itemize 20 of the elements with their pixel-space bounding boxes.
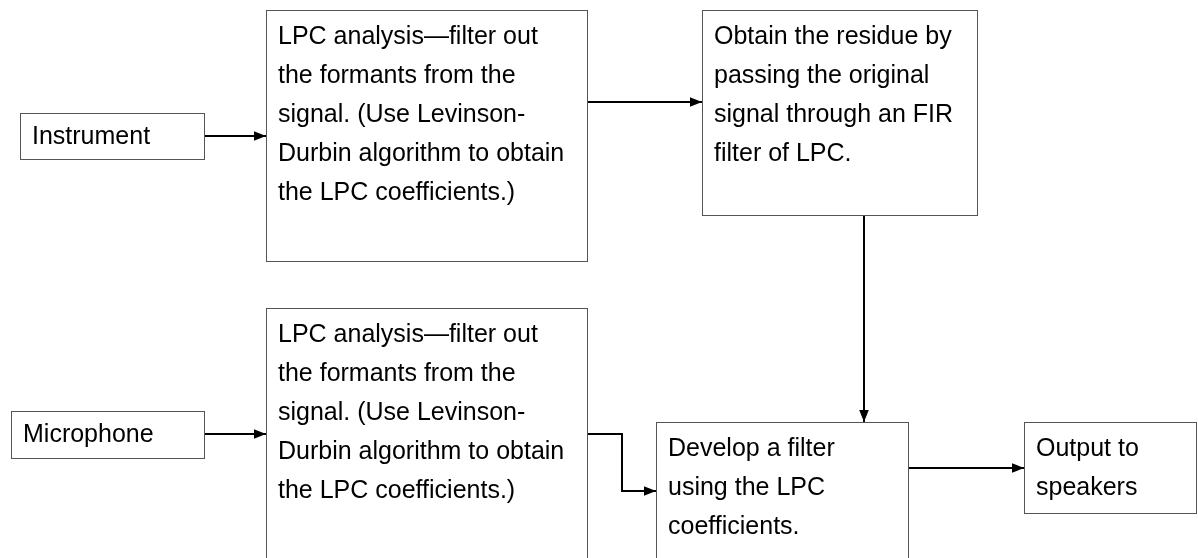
arrow bbox=[587, 433, 657, 496]
process-box bbox=[266, 10, 588, 262]
process-box bbox=[702, 10, 978, 216]
box-text: Microphone bbox=[23, 418, 155, 449]
process-box bbox=[266, 308, 588, 558]
process-box bbox=[1024, 422, 1197, 514]
arrow bbox=[908, 463, 1025, 473]
arrow bbox=[204, 429, 267, 439]
arrow bbox=[859, 215, 869, 423]
process-box bbox=[656, 422, 909, 558]
box-text: LPC analysis—filter out the formants from the signal. (Use Levinson-Durbin algorithm to obtain the LPC coefficients.) bbox=[278, 20, 566, 207]
process-box bbox=[20, 113, 205, 160]
arrow bbox=[587, 97, 703, 107]
box-text: LPC analysis—filter out the formants from the signal. (Use Levinson-Durbin algorithm to obtain the LPC coefficients.) bbox=[278, 318, 566, 505]
box-text: Output to speakers bbox=[1036, 432, 1140, 502]
box-text: Obtain the residue by passing the original signal through an FIR filter of LPC. bbox=[714, 20, 955, 168]
box-text: Instrument bbox=[32, 120, 152, 151]
arrow bbox=[204, 131, 267, 141]
process-box bbox=[11, 411, 205, 459]
box-text: Develop a filter using the LPC coefficients. bbox=[668, 432, 836, 541]
